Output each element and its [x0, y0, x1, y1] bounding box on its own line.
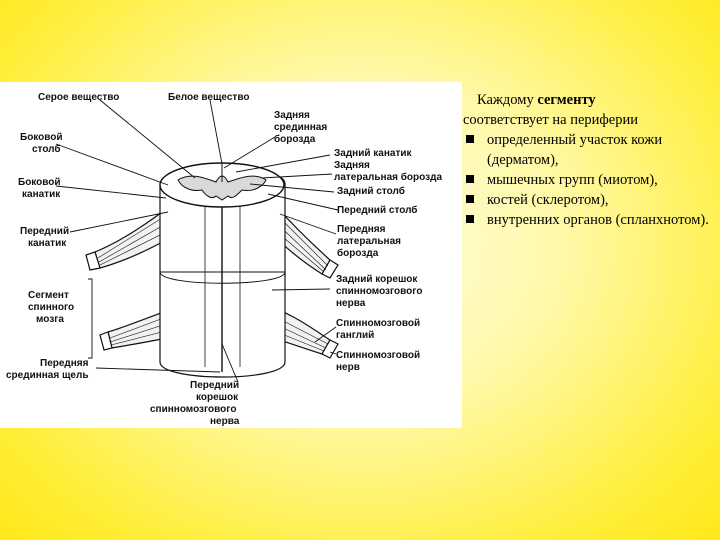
- label-anterior-root-1: Передний: [190, 380, 239, 391]
- bullet-icon: [466, 135, 474, 143]
- list-item-text: внутренних органов (спланхнотом).: [487, 212, 709, 228]
- label-posterior-median-2: срединная: [274, 122, 327, 133]
- cross-section: [159, 162, 285, 208]
- label-anterior-median-2: срединная щель: [6, 370, 88, 381]
- label-posterolateral-1: Задняя: [334, 160, 370, 171]
- bullet-icon: [466, 175, 474, 183]
- label-posterior-root-2: спинномозгового: [336, 286, 422, 297]
- label-spinal-nerve-2: нерв: [336, 362, 360, 373]
- label-lateral-column-1: Боковой: [20, 132, 63, 143]
- list-item-text: определенный участок кожи (дерматом),: [487, 132, 663, 168]
- list-item: определенный участок кожи (дерматом),: [463, 130, 718, 170]
- label-ganglion-1: Спинномозговой: [336, 318, 420, 329]
- label-lateral-funiculus-1: Боковой: [18, 177, 61, 188]
- label-posterior-funiculus: Задний канатик: [334, 148, 413, 159]
- label-anterolateral-3: борозда: [337, 247, 379, 259]
- label-lateral-funiculus-2: канатик: [22, 189, 61, 200]
- label-grey-matter: Серое вещество: [38, 92, 119, 103]
- label-anterolateral-1: Передняя: [337, 224, 386, 235]
- text-panel: Каждому сегменту соответствует на перифе…: [463, 90, 718, 230]
- list-item: костей (склеротом),: [463, 190, 718, 210]
- spinal-cord-diagram: Серое вещество Белое вещество Задняя сре…: [6, 92, 442, 427]
- label-spinal-nerve-1: Спинномозговой: [336, 350, 420, 361]
- label-posterior-root-1: Задний корешок: [336, 274, 418, 285]
- label-anterior-root-2: корешок: [196, 392, 239, 403]
- label-anterior-funiculus-1: Передний: [20, 226, 69, 237]
- bullet-list: определенный участок кожи (дерматом), мы…: [463, 130, 718, 230]
- label-posterior-median-3: борозда: [274, 133, 316, 145]
- spinal-cord-figure: Серое вещество Белое вещество Задняя сре…: [0, 82, 462, 428]
- label-ganglion-2: ганглий: [336, 330, 374, 341]
- intro-rest: соответствует на периферии: [463, 112, 638, 128]
- bullet-icon: [466, 215, 474, 223]
- label-anterolateral-2: латеральная: [337, 236, 401, 247]
- list-item-text: костей (склеротом),: [487, 192, 609, 208]
- label-white-matter: Белое вещество: [168, 92, 249, 103]
- intro-plain: Каждому: [477, 92, 538, 108]
- label-segment-2: спинного: [28, 302, 74, 313]
- label-lateral-column-2: столб: [32, 143, 61, 155]
- list-item: мышечных групп (миотом),: [463, 170, 718, 190]
- label-anterior-funiculus-2: канатик: [28, 238, 67, 249]
- label-posterior-root-3: нерва: [336, 298, 366, 309]
- intro-bold: сегменту: [537, 92, 596, 108]
- intro-text: Каждому сегменту соответствует на перифе…: [463, 90, 718, 130]
- list-item: внутренних органов (спланхнотом).: [463, 210, 718, 230]
- label-anterior-root-4: нерва: [210, 416, 240, 427]
- label-posterolateral-2: латеральная борозда: [334, 171, 442, 183]
- label-anterior-column: Передний столб: [337, 204, 417, 216]
- label-segment-1: Сегмент: [28, 290, 69, 301]
- label-posterior-median-1: Задняя: [274, 110, 310, 121]
- bullet-icon: [466, 195, 474, 203]
- label-posterior-column: Задний столб: [337, 185, 405, 197]
- label-segment-3: мозга: [36, 314, 64, 325]
- list-item-text: мышечных групп (миотом),: [487, 172, 658, 188]
- label-anterior-root-3: спинномозгового: [150, 404, 236, 415]
- label-anterior-median-1: Передняя: [40, 358, 89, 369]
